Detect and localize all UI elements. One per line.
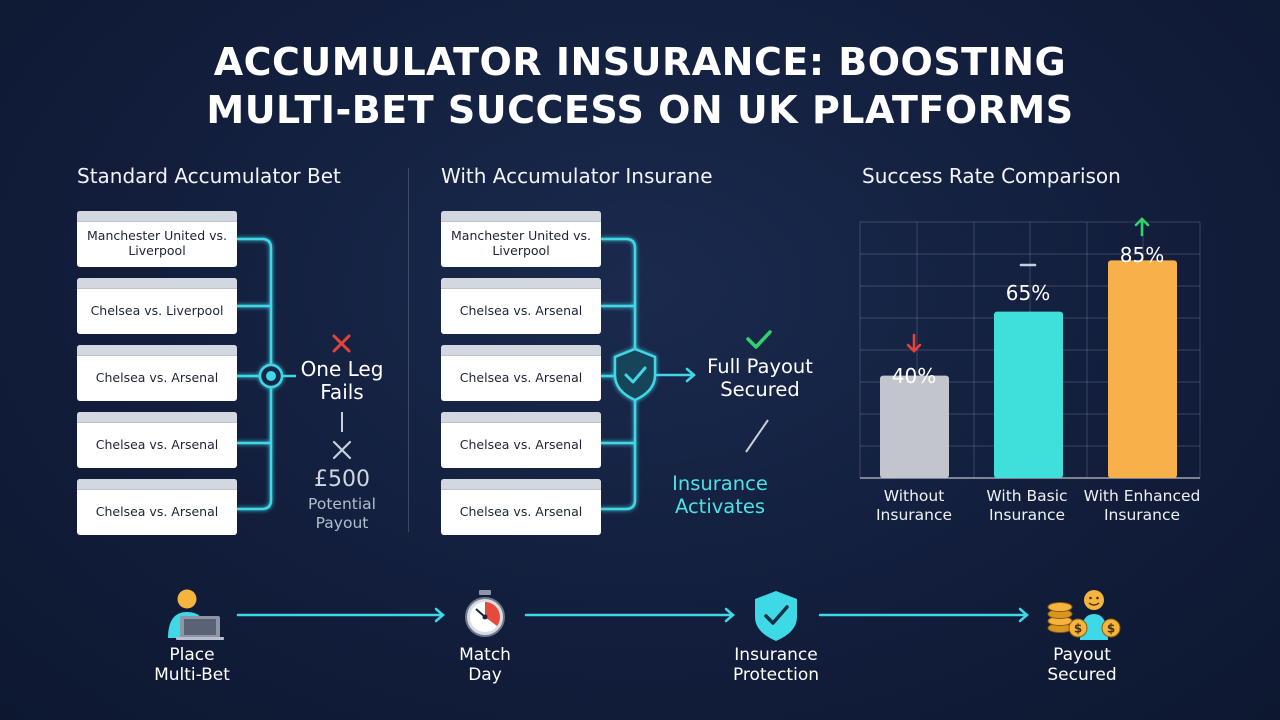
chart-heading: Success Rate Comparison xyxy=(862,164,1121,188)
match-label: Manchester United vs. Liverpool xyxy=(451,228,591,258)
match-label: Chelsea vs. Arsenal xyxy=(95,369,219,385)
insured-bet-card: Chelsea vs. Arsenal xyxy=(441,345,601,401)
insured-bet-card: Chelsea vs. Arsenal xyxy=(441,479,601,535)
full-payout-line-2: Secured xyxy=(720,378,800,401)
shield-check-icon xyxy=(755,591,797,641)
full-payout-secured-label: Full Payout Secured xyxy=(695,355,825,401)
title-line-2: MULTI-BET SUCCESS ON UK PLATFORMS xyxy=(206,88,1074,132)
payout-amount: £500 xyxy=(314,467,370,492)
flow-arrow-3 xyxy=(818,607,1029,623)
match-label: Chelsea vs. Arsenal xyxy=(459,503,583,519)
full-payout-line-1: Full Payout xyxy=(707,355,813,378)
person-laptop-icon xyxy=(168,589,224,640)
step-line-2: Protection xyxy=(732,665,819,685)
insured-bet-card: Manchester United vs. Liverpool xyxy=(441,211,601,267)
green-check-icon xyxy=(746,330,772,349)
insurance-activates-line-1: Insurance xyxy=(672,472,768,495)
red-cross-icon xyxy=(332,334,351,353)
match-label: Chelsea vs. Liverpool xyxy=(90,302,224,318)
flow-step-label: Place Multi-Bet xyxy=(132,645,252,685)
step-line-2: Day xyxy=(468,665,502,685)
potential-payout-line-2: Payout xyxy=(315,514,369,532)
step-line-2: Multi-Bet xyxy=(154,665,230,685)
step-line-1: Match xyxy=(459,645,511,665)
standard-bet-card: Chelsea vs. Arsenal xyxy=(77,345,237,401)
svg-text:$: $ xyxy=(1074,622,1082,636)
insured-bet-card: Chelsea vs. Arsenal xyxy=(441,278,601,334)
leg-fails-label: One Leg Fails xyxy=(287,358,397,404)
slash-divider xyxy=(745,419,769,453)
match-label: Chelsea vs. Arsenal xyxy=(459,436,583,452)
match-label: Chelsea vs. Arsenal xyxy=(459,302,583,318)
match-label: Chelsea vs. Arsenal xyxy=(459,369,583,385)
chart-bars xyxy=(880,260,1177,478)
insurance-activates-line-2: Activates xyxy=(674,495,766,518)
title-line-1: ACCUMULATOR INSURANCE: BOOSTING xyxy=(213,40,1067,84)
category-line-2: Insurance xyxy=(1103,506,1181,524)
category-line-2: Insurance xyxy=(875,506,953,524)
bar-category-label: With Basic Insurance xyxy=(967,487,1087,525)
merge-node-icon xyxy=(258,363,284,389)
insurance-activates-label: Insurance Activates xyxy=(655,472,785,518)
bar-2 xyxy=(994,311,1063,478)
category-line-1: With Basic xyxy=(986,487,1068,505)
payout-arrow-icon xyxy=(655,367,696,383)
leg-fails-line-2: Fails xyxy=(320,380,364,404)
bar-value-label: 85% xyxy=(1119,243,1165,267)
match-label: Chelsea vs. Arsenal xyxy=(95,436,219,452)
trend-down-icon xyxy=(906,333,922,353)
flow-arrows xyxy=(236,607,1029,623)
match-label: Chelsea vs. Arsenal xyxy=(95,503,219,519)
leg-fails-line-1: One Leg xyxy=(300,357,384,381)
insurance-shield-icon xyxy=(613,347,657,402)
flow-step-label: Payout Secured xyxy=(1022,645,1142,685)
flow-step-label: Match Day xyxy=(425,645,545,685)
bar-value-label: 40% xyxy=(891,364,937,388)
standard-bet-heading: Standard Accumulator Bet xyxy=(77,164,341,188)
step-line-2: Secured xyxy=(1047,665,1117,685)
step-line-1: Payout xyxy=(1053,645,1111,665)
svg-text:$: $ xyxy=(1107,622,1115,636)
category-line-2: Insurance xyxy=(988,506,1066,524)
standard-bet-card: Chelsea vs. Arsenal xyxy=(77,479,237,535)
flow-step-label: Insurance Protection xyxy=(706,645,846,685)
flow-arrow-2 xyxy=(524,607,735,623)
standard-bet-card: Chelsea vs. Liverpool xyxy=(77,278,237,334)
flow-arrow-1 xyxy=(236,607,445,623)
category-line-1: With Enhanced xyxy=(1083,487,1201,505)
bar-value-label: 65% xyxy=(1005,281,1051,305)
bar-1 xyxy=(880,375,949,478)
section-divider xyxy=(408,168,409,532)
gray-cross-icon xyxy=(332,440,352,460)
coins-smile-icon: $ $ xyxy=(1047,590,1121,640)
insured-bet-card: Chelsea vs. Arsenal xyxy=(441,412,601,468)
insured-bet-heading: With Accumulator Insurane xyxy=(441,164,713,188)
category-line-1: Without xyxy=(883,487,945,505)
standard-bet-card: Chelsea vs. Arsenal xyxy=(77,412,237,468)
match-label: Manchester United vs. Liverpool xyxy=(87,228,227,258)
trend-up-icon xyxy=(1134,217,1150,237)
page-title: ACCUMULATOR INSURANCE: BOOSTING MULTI-BE… xyxy=(0,38,1280,134)
step-line-1: Place xyxy=(169,645,215,665)
potential-payout-label: Potential Payout xyxy=(287,495,397,533)
standard-bet-card: Manchester United vs. Liverpool xyxy=(77,211,237,267)
potential-payout-line-1: Potential xyxy=(308,495,376,513)
bar-3 xyxy=(1108,260,1177,478)
stopwatch-icon xyxy=(465,590,505,637)
bar-category-label: With Enhanced Insurance xyxy=(1077,487,1207,525)
step-line-1: Insurance xyxy=(734,645,818,665)
bar-category-label: Without Insurance xyxy=(854,487,974,525)
